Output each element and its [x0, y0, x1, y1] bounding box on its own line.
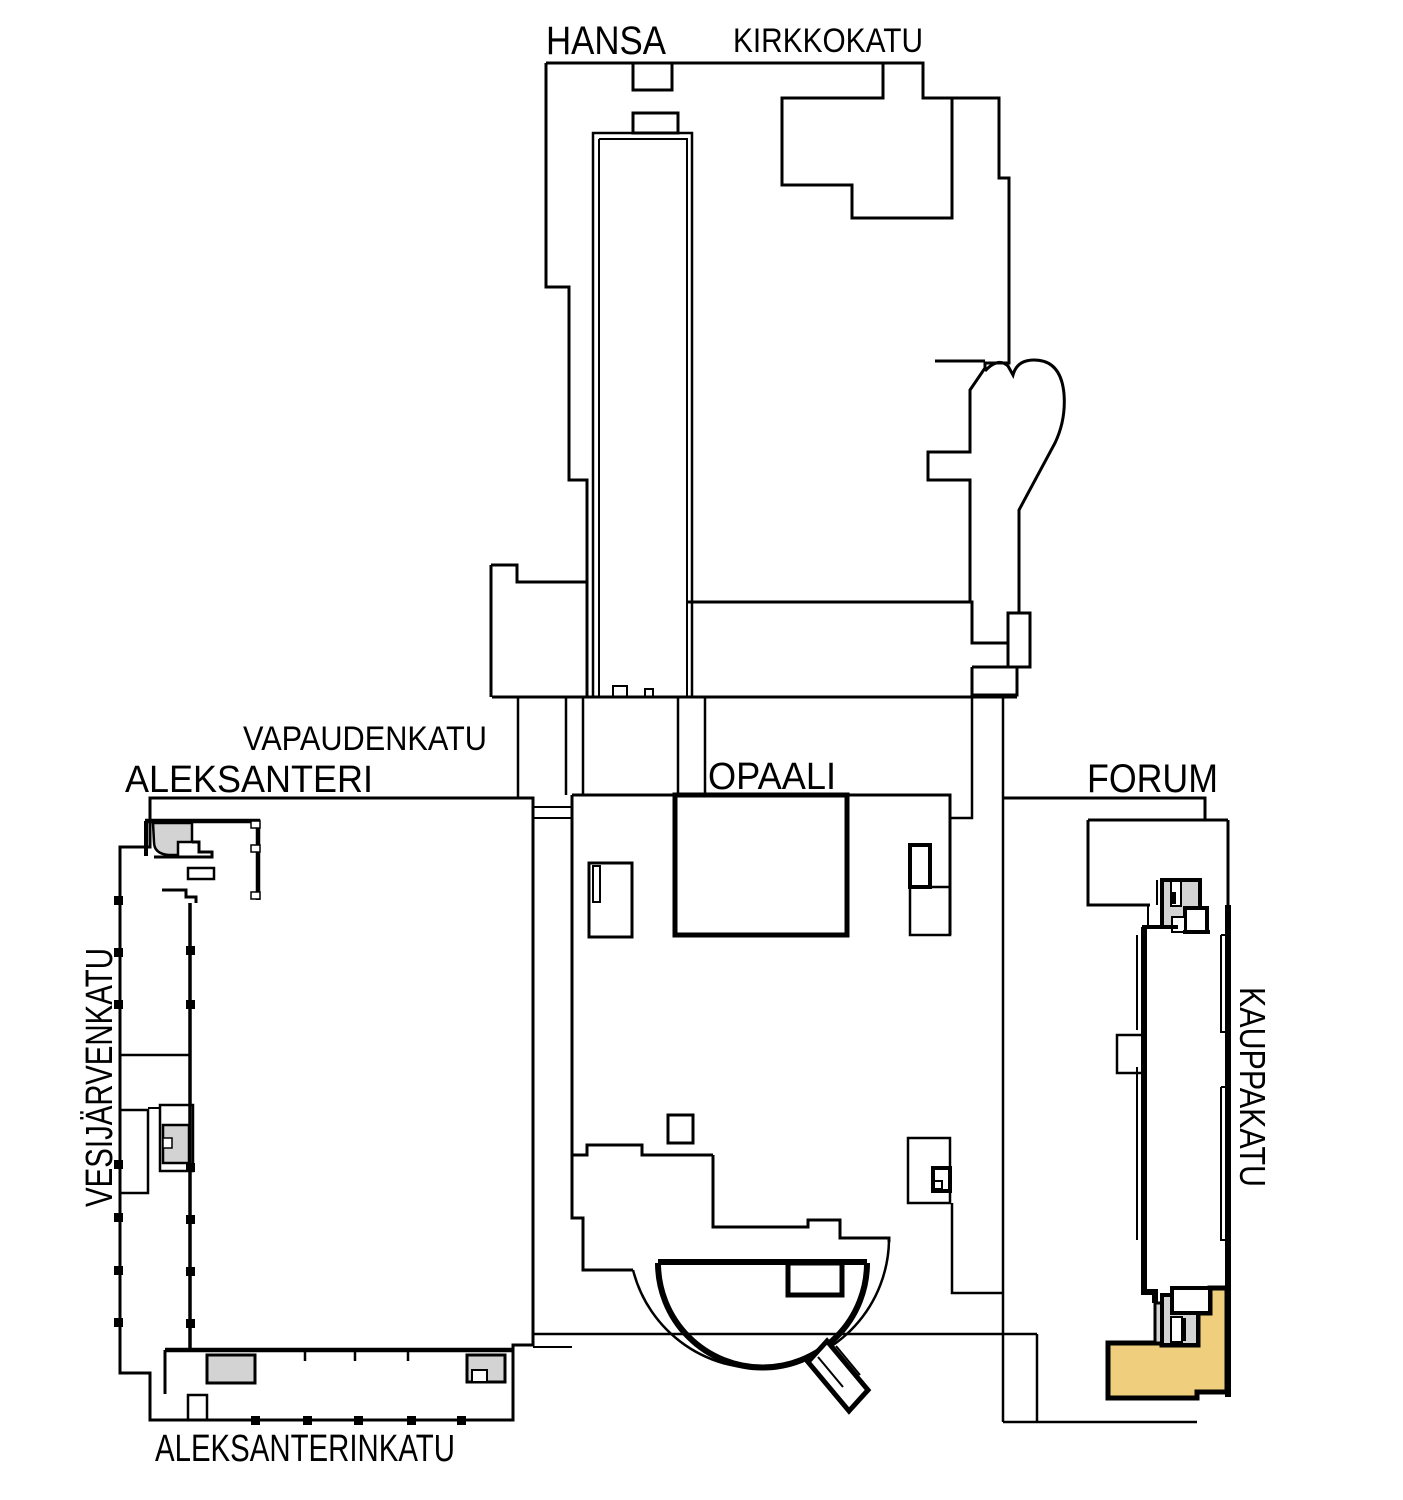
tick — [186, 946, 195, 955]
hansa-lower-hall-annex — [1006, 611, 1032, 669]
tick — [114, 1160, 123, 1169]
label-forum: FORUM — [1087, 757, 1218, 801]
tick — [114, 1318, 123, 1327]
label-kirkkokatu: KIRKKOKATU — [733, 22, 923, 60]
aleksanteri-opaali-passage — [533, 806, 572, 1348]
opaali-block — [570, 792, 952, 1415]
forum-east-pilaster — [1220, 934, 1228, 1241]
tick — [457, 1416, 466, 1425]
aleksanteri-south-room — [186, 1393, 209, 1422]
hansa-top-notch — [631, 63, 674, 92]
tick — [114, 948, 123, 957]
aleksanteri-south-ticks — [303, 1350, 410, 1361]
forum-core-north-shaft-bar — [1172, 892, 1176, 904]
tick — [186, 1163, 195, 1172]
hansa-tower-stair-a — [612, 685, 628, 698]
label-aleksanteri: ALEKSANTERI — [125, 759, 373, 801]
forum-north-hall-left — [1086, 820, 1150, 907]
tick-white — [250, 891, 261, 900]
forum-west-bay — [1115, 1033, 1145, 1075]
tick — [114, 1213, 123, 1222]
forum-street-top — [1003, 796, 1207, 820]
opaali-se-core-notch — [933, 1180, 943, 1190]
tick — [303, 1416, 312, 1425]
label-vesijarvenkatu: VESIJÄRVENKATU — [79, 948, 121, 1207]
tick — [114, 896, 123, 905]
opaali-ramp — [804, 1337, 872, 1415]
tick — [186, 1000, 195, 1009]
forum-core-south-shaft-bar — [1181, 1318, 1186, 1341]
opaali-outline-left — [570, 795, 633, 1272]
opaali-se-room — [906, 1136, 952, 1205]
tick — [114, 1266, 123, 1275]
label-hansa: HANSA — [546, 19, 666, 63]
aleksanteri-block — [118, 796, 535, 1422]
kirkkokatu-building-outline — [780, 63, 954, 220]
aleksanteri-outline — [118, 796, 535, 1422]
aleksanterinkatu-street-line — [533, 1332, 1197, 1424]
aleksanteri-nw-steps — [154, 840, 214, 859]
labels: HANSA KIRKKOKATU VAPAUDENKATU ALEKSANTER… — [79, 19, 1273, 1470]
tick — [354, 1416, 363, 1425]
forum-core-north-lobby — [1183, 906, 1209, 934]
tick-white — [250, 820, 261, 829]
aleksanteri-mid-room-b — [158, 1103, 195, 1173]
opaali-east-core — [908, 843, 932, 889]
highlight-and-cores — [151, 821, 1230, 1422]
forum-core-south-lobby — [1170, 1286, 1212, 1315]
tick — [186, 1267, 195, 1276]
tick — [114, 1000, 123, 1009]
opaali-atrium — [672, 792, 850, 938]
kirkkokatu-step-recess — [926, 367, 987, 602]
tick — [251, 1416, 260, 1425]
kirkkokatu-curved-wing — [935, 358, 1066, 613]
opaali-se-corner-lines — [950, 1203, 1003, 1295]
opaali-center-column — [666, 1113, 695, 1145]
hansa-lower-hall-step — [970, 665, 1019, 697]
wall-ticks — [114, 820, 466, 1425]
hansa-lower-hall — [687, 600, 1008, 645]
tick — [186, 1319, 195, 1328]
hansa-tower-cap — [631, 111, 680, 135]
aleksanteri-mid-room-a — [118, 1108, 150, 1195]
label-kauppakatu: KAUPPAKATU — [1232, 987, 1273, 1187]
opaali-west-core — [587, 861, 634, 939]
hansa-tower-outer-wall — [591, 131, 694, 699]
forum-core-south-shaft — [1170, 1316, 1183, 1343]
vapaudenkatu-bridges — [516, 697, 707, 798]
forum-block — [1003, 796, 1231, 1397]
opaali-outline-bottom-left — [572, 1143, 713, 1157]
label-vapaudenkatu: VAPAUDENKATU — [243, 720, 487, 758]
aleksanteri-nw-lower-step — [162, 888, 198, 903]
opaali-east-room — [908, 885, 952, 937]
opaali-west-core-shaft — [592, 865, 601, 903]
opaali-outline-top-right — [572, 793, 952, 935]
street-east-of-opaali — [950, 695, 974, 820]
aleksanteri-core-south-gray — [205, 1353, 257, 1385]
aleksanteri-core-nw-gray — [151, 821, 194, 857]
tick — [186, 1215, 195, 1224]
opaali-ramp-treads — [817, 1345, 861, 1388]
hansa-tower-inner-wall — [598, 138, 688, 697]
hansa-west-recess — [489, 563, 587, 697]
tick-white — [250, 844, 261, 853]
label-aleksanterinkatu: ALEKSANTERINKATU — [155, 1428, 455, 1470]
opaali-plaza-stage — [785, 1260, 845, 1298]
forum-north-step — [1147, 880, 1158, 927]
aleksanteri-mid-notch — [162, 1137, 173, 1149]
aleksanteri-nw-slot — [186, 866, 216, 881]
tick — [407, 1416, 416, 1425]
forum-west-wall — [1141, 927, 1158, 1303]
hansa-block-outline — [489, 61, 1066, 699]
aleksanteri-se-notch — [471, 1369, 488, 1383]
opaali-outline-bottom-steps — [711, 1155, 891, 1242]
hansa-street-boundary-left — [544, 63, 589, 697]
forum-core-north-room — [1171, 916, 1186, 933]
street-lines — [516, 695, 1197, 1424]
label-opaali: OPAALI — [708, 756, 836, 798]
opaali-se-core — [931, 1166, 952, 1193]
